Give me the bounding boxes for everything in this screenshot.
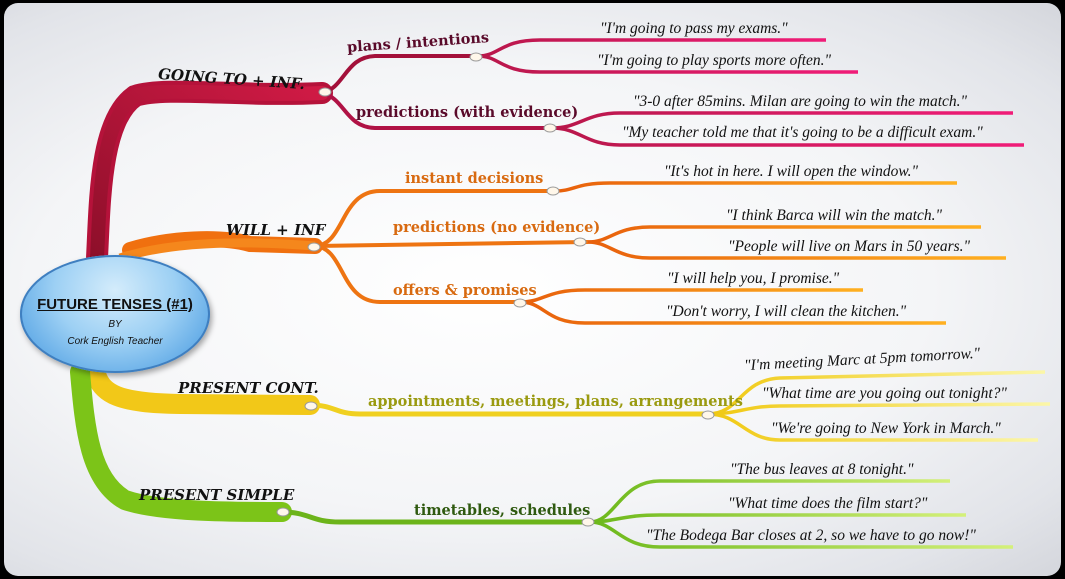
present-simple-leaf-line-2 — [589, 513, 966, 524]
knob-plans — [469, 52, 483, 62]
pred-ev-example-2: "My teacher told me that it's going to b… — [622, 124, 983, 141]
present-cont-trunk — [85, 360, 320, 415]
knob-timetables — [581, 517, 595, 527]
present-cont-example-2: "What time are you going out tonight?" — [762, 385, 1007, 402]
sub-instant-label[interactable]: instant decisions — [405, 170, 544, 187]
instant-leaf-line — [554, 181, 957, 193]
predictions-evidence-branch-line — [321, 91, 552, 130]
knob-present-simple — [276, 507, 290, 517]
knob-instant — [546, 186, 560, 196]
present-simple-example-2: "What time does the film start?" — [728, 495, 928, 512]
knob-offers — [513, 298, 527, 308]
sub-appointments-label[interactable]: appointments, meetings, plans, arrangeme… — [368, 393, 743, 410]
present-cont-leaf-line-3 — [707, 412, 1038, 442]
offers-example-2: "Don't worry, I will clean the kitchen." — [666, 303, 907, 320]
present-simple-trunk — [70, 362, 292, 522]
central-topic-author: Cork English Teacher — [67, 336, 163, 347]
sub-predictions-no-evidence-label[interactable]: predictions (no evidence) — [393, 219, 601, 236]
offers-leaf-line-1 — [519, 288, 863, 304]
present-simple-leaf-line-3 — [589, 520, 1013, 549]
pred-ev-leaf-line-2 — [551, 126, 1024, 147]
knob-appointments — [701, 410, 715, 420]
instant-branch-line — [314, 189, 555, 248]
sub-timetables-label[interactable]: timetables, schedules — [414, 502, 591, 519]
predictions-no-ev-branch-line — [314, 240, 589, 248]
plans-branch-line — [321, 54, 478, 95]
present-simple-example-3: "The Bodega Bar closes at 2, so we have … — [646, 527, 976, 544]
instant-example-1: "It's hot in here. I will open the windo… — [664, 163, 918, 180]
present-cont-leaf-line-2 — [707, 402, 1051, 416]
sub-offers-label[interactable]: offers & promises — [393, 282, 537, 299]
plans-leaf-line-2 — [477, 54, 858, 74]
knob-pred-ev — [543, 123, 557, 133]
central-topic-title: FUTURE TENSES (#1) — [37, 296, 193, 313]
pred-no-ev-leaf-line-2 — [587, 240, 1006, 260]
branch-present-simple-label[interactable]: PRESENT SIMPLE — [139, 486, 295, 504]
present-cont-example-3: "We're going to New York in March." — [771, 420, 1001, 437]
node-knobs — [276, 52, 715, 527]
pred-ev-example-1: "3-0 after 85mins. Milan are going to wi… — [633, 93, 968, 110]
offers-example-1: "I will help you, I promise." — [667, 270, 840, 287]
pred-no-ev-example-2: "People will live on Mars in 50 years." — [728, 238, 971, 255]
offers-leaf-line-2 — [519, 300, 946, 325]
knob-present-cont — [304, 401, 318, 411]
branch-present-cont-label[interactable]: PRESENT CONT. — [178, 379, 319, 397]
plans-example-2: "I'm going to play sports more often." — [597, 52, 832, 69]
present-simple-example-1: "The bus leaves at 8 tonight." — [730, 461, 914, 478]
sub-predictions-evidence-label[interactable]: predictions (with evidence) — [356, 104, 579, 121]
central-topic-node[interactable]: FUTURE TENSES (#1) BY Cork English Teach… — [20, 255, 210, 373]
central-topic-by: BY — [108, 319, 122, 330]
plans-example-1: "I'm going to pass my exams." — [600, 20, 788, 37]
offers-branch-line — [314, 244, 520, 304]
branch-will-label[interactable]: WILL + INF — [226, 221, 326, 239]
pred-no-ev-example-1: "I think Barca will win the match." — [726, 207, 943, 224]
knob-will — [307, 242, 321, 252]
knob-going-to — [318, 87, 332, 97]
knob-pred-no-ev — [573, 237, 587, 247]
